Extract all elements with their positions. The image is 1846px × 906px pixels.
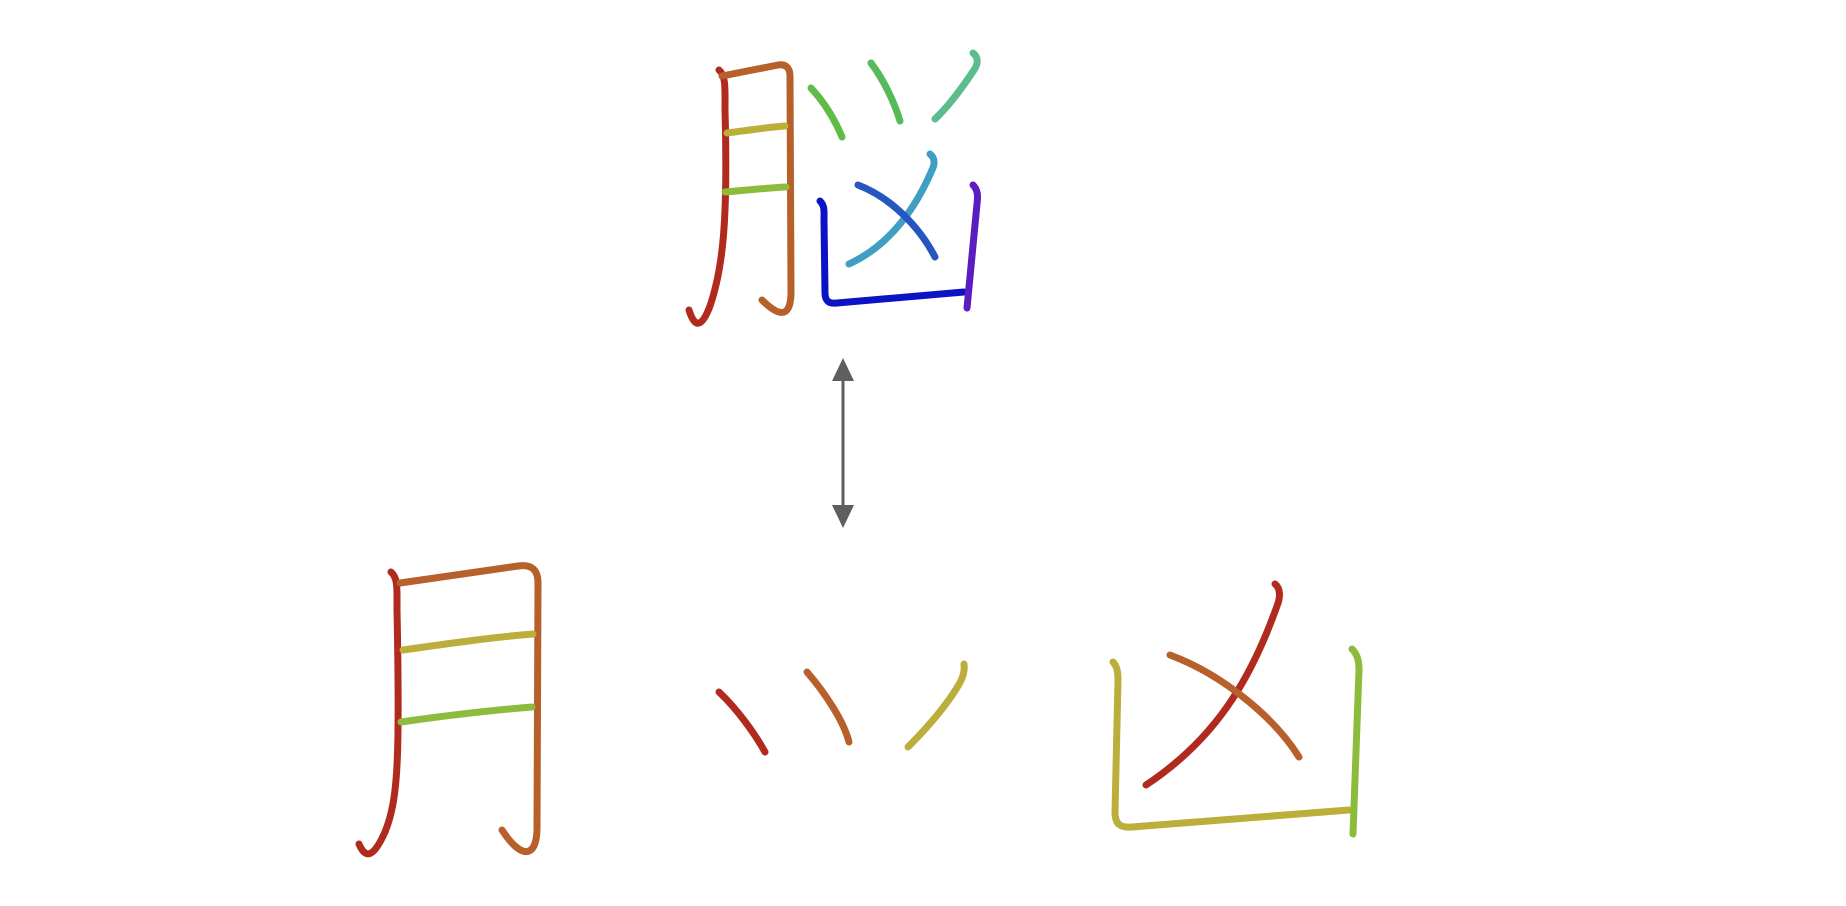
compound-stroke-1 <box>685 66 730 327</box>
dots-stroke-2 <box>803 668 853 746</box>
inauspicious-stroke-4 <box>1348 645 1363 838</box>
double-arrow-icon <box>832 358 854 528</box>
compound-stroke-11 <box>963 181 981 312</box>
compound-stroke-6 <box>867 59 904 125</box>
compound-stroke-10 <box>816 197 968 307</box>
moon-stroke-1 <box>355 568 402 858</box>
moon-stroke-3 <box>399 630 537 654</box>
component-moon <box>355 562 542 858</box>
dots-stroke-3 <box>904 660 968 751</box>
inauspicious-stroke-2 <box>1166 651 1303 761</box>
component-inauspicious <box>1109 580 1363 838</box>
inauspicious-stroke-3 <box>1109 658 1353 831</box>
arrow-head-up <box>832 358 854 381</box>
compound-stroke-5 <box>807 84 846 141</box>
inauspicious-stroke-1 <box>1142 580 1283 789</box>
moon-stroke-2 <box>396 562 542 855</box>
compound-stroke-3 <box>723 122 789 137</box>
component-three-dots <box>715 660 968 756</box>
compound-stroke-8 <box>845 150 938 268</box>
compound-stroke-2 <box>718 61 795 316</box>
compound-character <box>685 49 981 327</box>
compound-stroke-9 <box>854 181 939 261</box>
compound-stroke-7 <box>931 49 981 123</box>
dots-stroke-1 <box>715 688 769 756</box>
arrow-head-down <box>832 505 854 528</box>
moon-stroke-4 <box>397 703 536 726</box>
compound-stroke-4 <box>721 183 790 196</box>
